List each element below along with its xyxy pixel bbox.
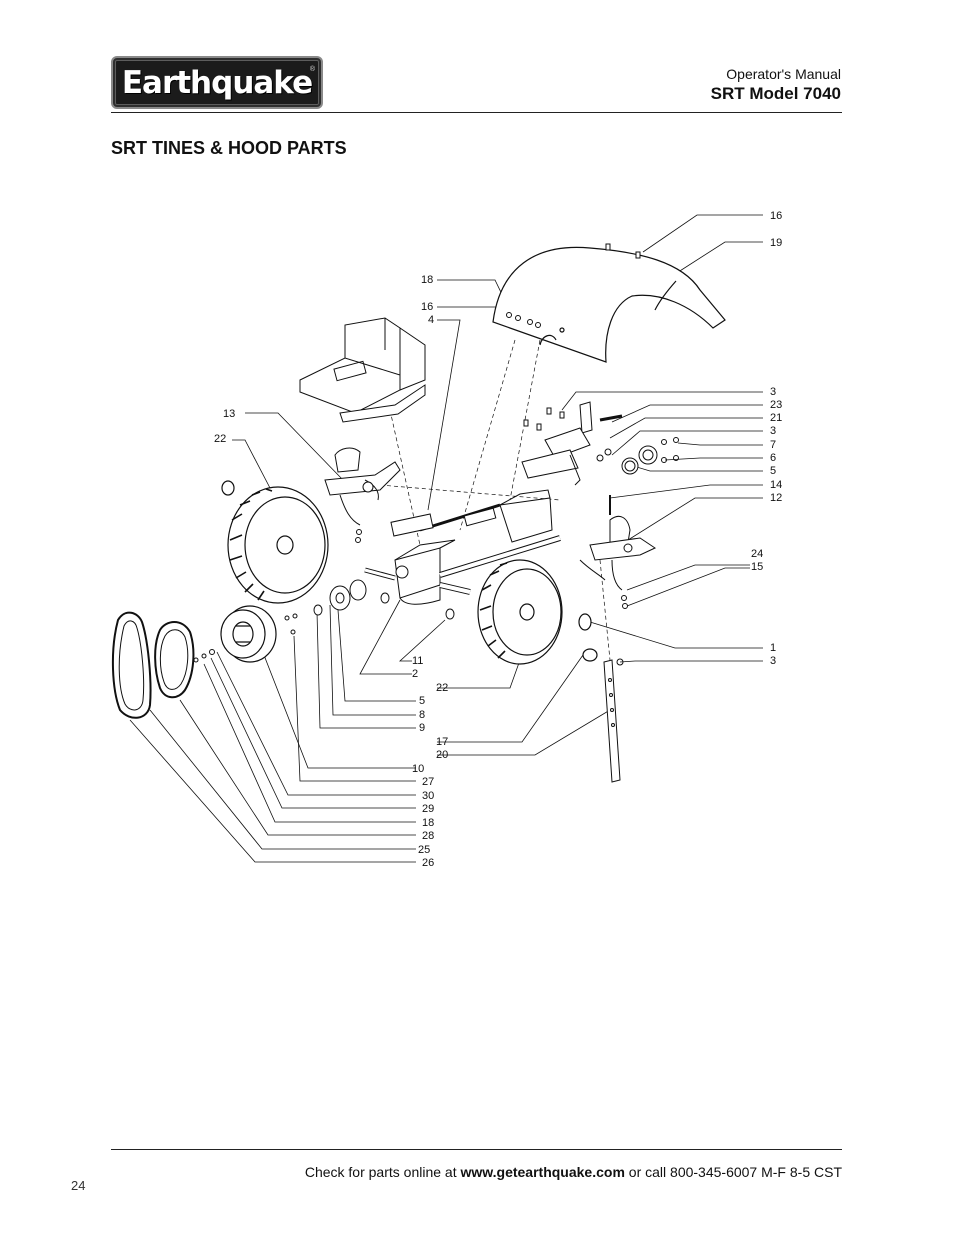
callout-30: 30 <box>422 790 435 802</box>
callout-3: 3 <box>770 386 777 398</box>
callout-5: 5 <box>770 465 777 477</box>
callout-26: 26 <box>422 857 435 869</box>
callout-20: 20 <box>436 749 449 761</box>
callout-1: 1 <box>770 642 777 654</box>
callout-9: 9 <box>419 722 426 734</box>
callout-15: 15 <box>751 561 764 573</box>
callout-28: 28 <box>422 830 435 842</box>
callout-14: 14 <box>770 479 783 491</box>
callout-25: 25 <box>418 844 431 856</box>
callout-27: 27 <box>422 776 435 788</box>
side-brackets <box>521 401 658 486</box>
callout-2: 2 <box>412 668 419 680</box>
washers <box>313 579 455 620</box>
footer-parts-info: Check for parts online at www.getearthqu… <box>305 1164 842 1180</box>
callout-4: 4 <box>428 314 435 326</box>
callout-3: 3 <box>770 425 777 437</box>
callout-18: 18 <box>422 817 435 829</box>
footer-prefix: Check for parts online at <box>304 1164 461 1180</box>
gearbox-assembly <box>364 489 561 605</box>
wheel-left <box>221 480 329 604</box>
callout-17: 17 <box>436 736 449 748</box>
logo-wordmark: Earthquake <box>121 64 313 101</box>
footer-divider <box>111 1149 842 1150</box>
callout-3: 3 <box>770 655 777 667</box>
drive-pulley <box>220 605 277 663</box>
callout-23: 23 <box>770 399 783 411</box>
doc-type-label: Operator's Manual <box>726 66 841 82</box>
footer-suffix: or call 800-345-6007 M-F 8-5 CST <box>624 1164 842 1180</box>
drive-belts <box>111 611 195 719</box>
callout-16: 16 <box>421 301 434 313</box>
engine-frame-bracket <box>299 317 426 423</box>
callout-8: 8 <box>419 709 426 721</box>
depth-stake <box>603 659 621 783</box>
callout-18: 18 <box>421 274 434 286</box>
logo-registered-mark: ® <box>309 66 315 73</box>
callout-24: 24 <box>751 548 764 560</box>
header-divider <box>111 112 842 113</box>
fasteners <box>193 243 679 666</box>
callout-22: 22 <box>436 682 449 694</box>
callout-5: 5 <box>419 695 426 707</box>
wheel-right <box>477 559 598 665</box>
tine-right <box>579 515 657 591</box>
callout-21: 21 <box>770 412 783 424</box>
callout-16: 16 <box>770 210 783 222</box>
callout-22: 22 <box>214 433 227 445</box>
model-title: SRT Model 7040 <box>710 84 841 103</box>
page-number: 24 <box>71 1178 86 1193</box>
leader-lines <box>129 214 763 863</box>
callout-13: 13 <box>223 408 236 420</box>
earthquake-logo: Earthquake ® <box>111 56 323 109</box>
callout-12: 12 <box>770 492 783 504</box>
callout-7: 7 <box>770 439 777 451</box>
callout-11: 11 <box>412 655 424 667</box>
callout-19: 19 <box>770 237 783 249</box>
callout-10: 10 <box>412 763 425 775</box>
footer-website-link[interactable]: www.getearthquake.com <box>460 1164 625 1180</box>
tine-left <box>324 447 401 526</box>
callout-29: 29 <box>422 803 435 815</box>
section-title: SRT TINES & HOOD PARTS <box>111 138 347 158</box>
tiller-hood <box>492 246 726 363</box>
callout-6: 6 <box>770 452 777 464</box>
